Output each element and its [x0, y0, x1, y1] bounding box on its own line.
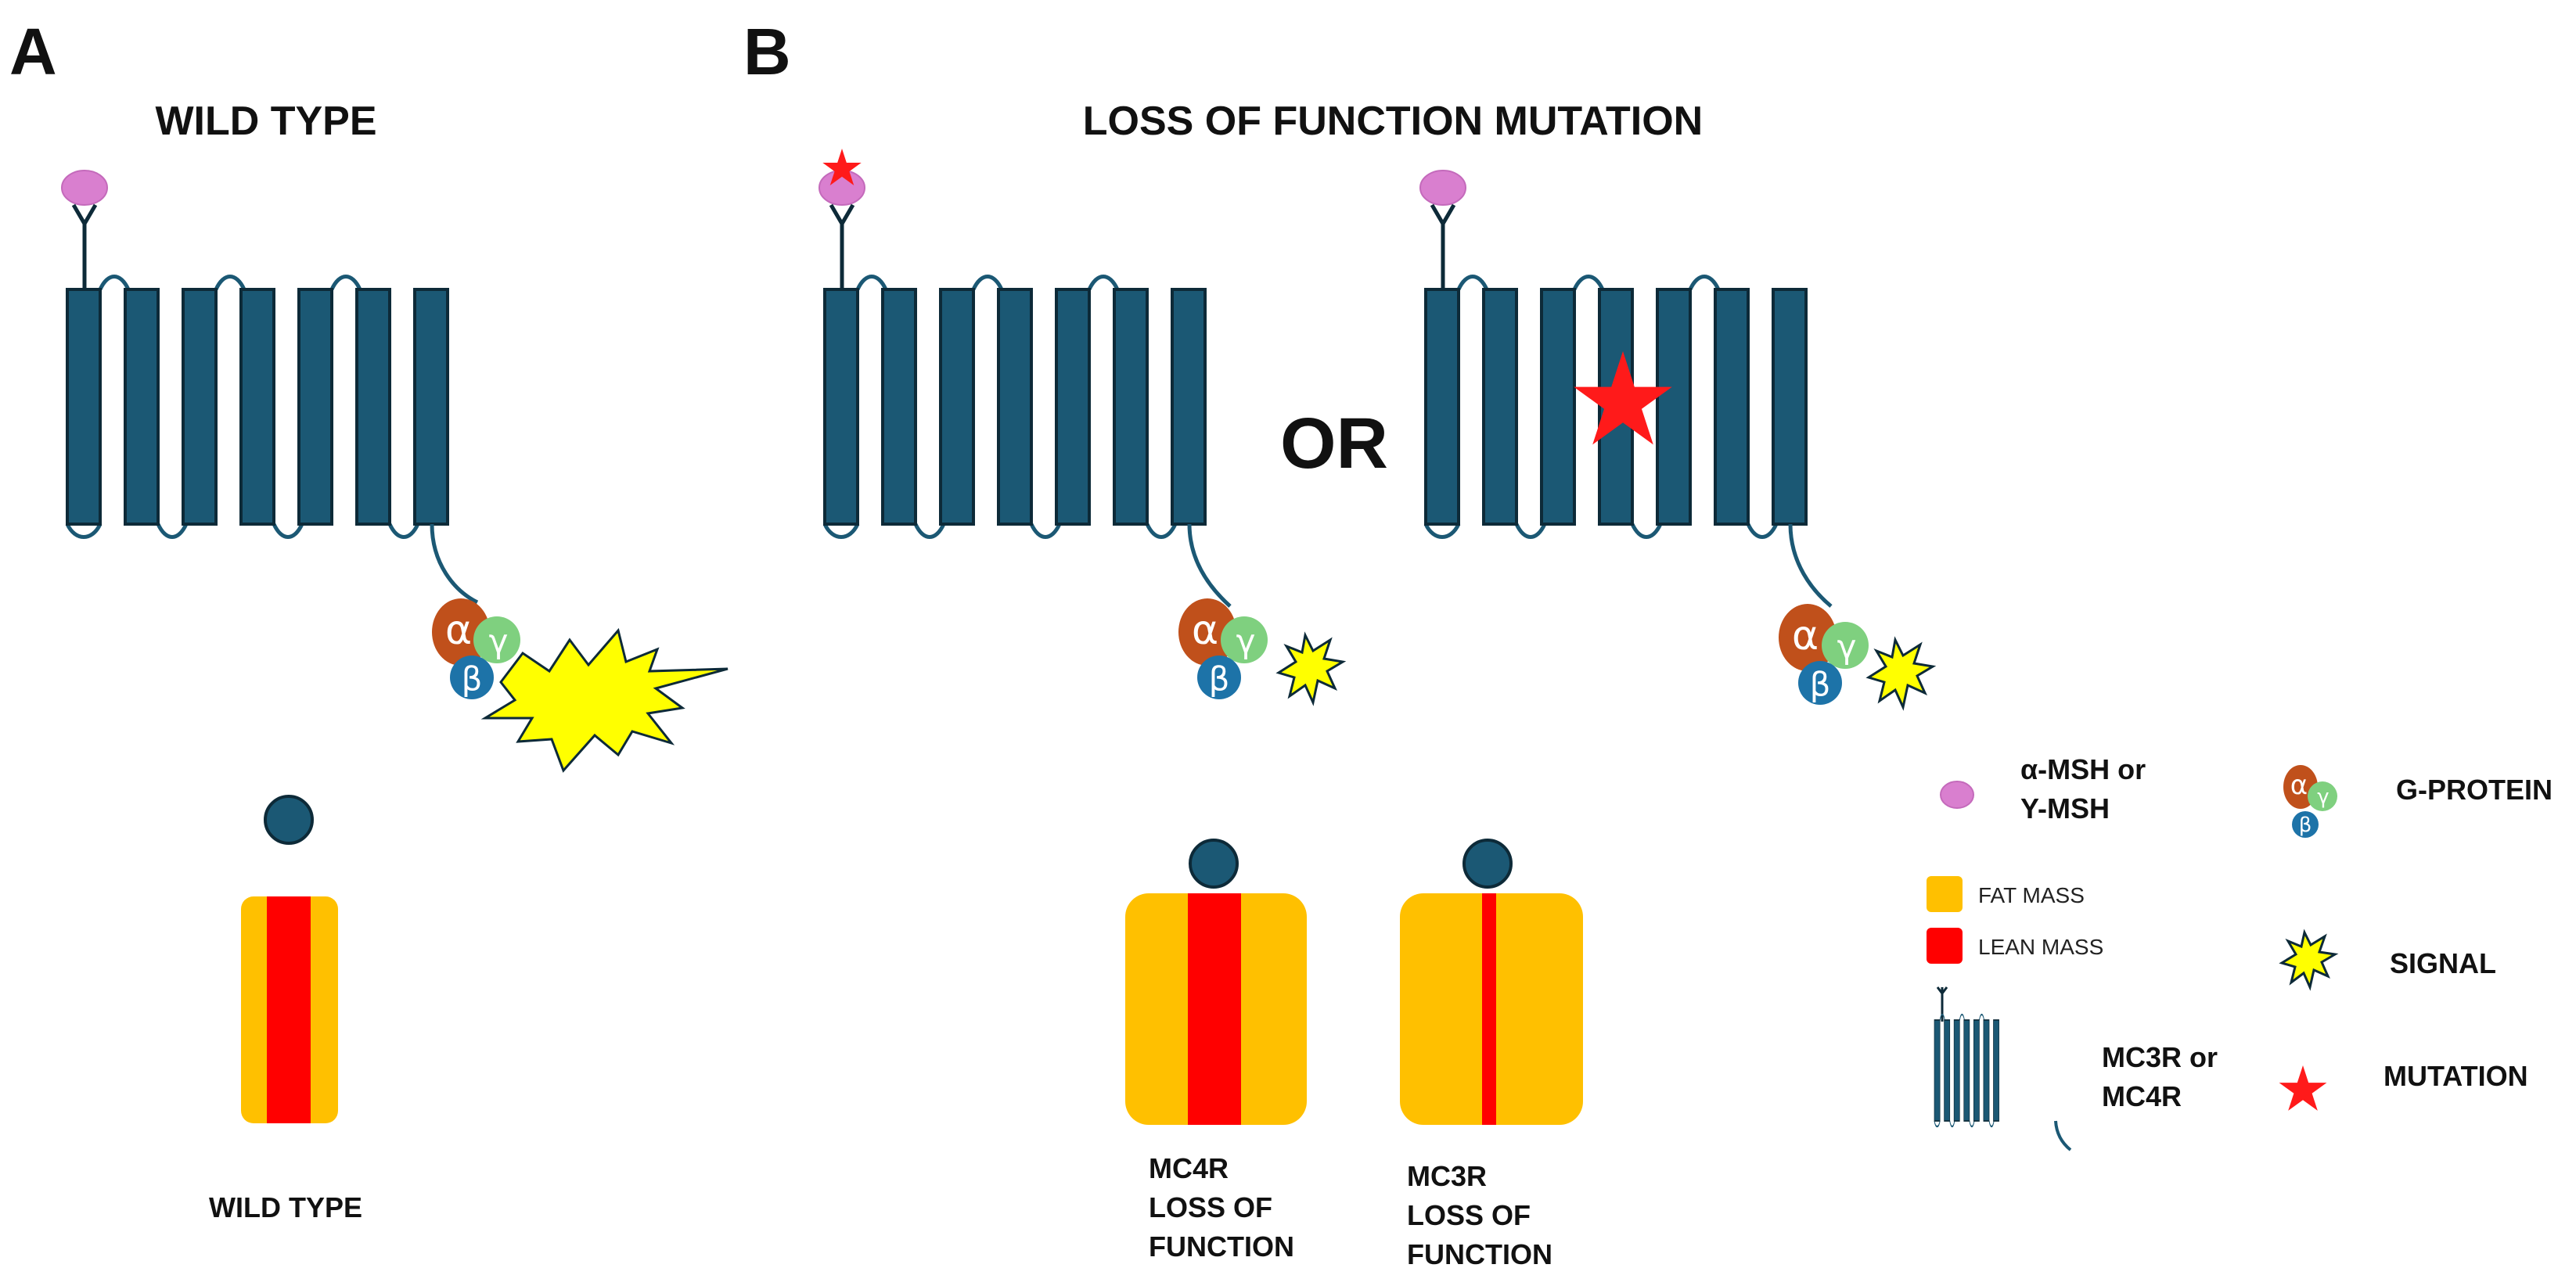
legend-g-protein-icon: α γ β [2283, 765, 2337, 838]
panel-a-caption: WILD TYPE [209, 1191, 362, 1223]
ligand-receptor-b1 [818, 149, 1232, 608]
body-figure-mc3r [1400, 839, 1583, 1125]
legend-ligand-label: α-MSH or Υ-MSH [2020, 753, 2153, 824]
gamma-subunit-icon [473, 616, 520, 663]
panel-b: B LOSS OF FUNCTION MUTATION α γ β OR [743, 15, 1937, 1270]
gamma-label: γ [489, 623, 509, 661]
signal-burst-small-icon [1865, 636, 1937, 711]
head-icon [1462, 839, 1513, 889]
svg-text:γ: γ [2317, 785, 2329, 809]
signal-burst-small-icon [1275, 631, 1347, 706]
receptor-tail [1187, 523, 1232, 608]
ligand-stalk [1430, 203, 1456, 288]
gamma-label: γ [1837, 628, 1857, 666]
legend-receptor-label: MC3R or MC4R [2102, 1041, 2225, 1112]
panel-b-title: LOSS OF FUNCTION MUTATION [1083, 99, 1703, 144]
head-icon [264, 795, 314, 845]
legend: α-MSH or Υ-MSH α γ β G-PROTEIN FAT MASS … [1927, 753, 2553, 1151]
g-protein-b1: α γ β [1178, 598, 1268, 699]
legend-signal-icon [2279, 929, 2339, 991]
body-figure-wild-type [241, 795, 338, 1123]
svg-text:α: α [2290, 770, 2308, 801]
panel-a: A WILD TYPE α γ β WILD TYPE [9, 15, 729, 1223]
or-connector: OR [1280, 404, 1388, 483]
legend-g-protein-label: G-PROTEIN [2396, 774, 2553, 806]
alpha-subunit-icon [1779, 604, 1837, 671]
ligand-icon [1419, 170, 1466, 206]
signal-burst-large-icon [480, 627, 729, 773]
legend-signal-label: SIGNAL [2390, 947, 2496, 979]
receptor-icon [67, 277, 448, 537]
lean-mass-region [1482, 893, 1496, 1125]
receptor-tail [430, 523, 479, 605]
legend-fat-swatch [1927, 876, 1963, 912]
panel-b-letter: B [743, 15, 791, 88]
alpha-label: α [1792, 612, 1819, 659]
head-icon [1189, 839, 1239, 889]
mc3r-caption: MC3R LOSS OF FUNCTION [1407, 1160, 1552, 1270]
alpha-label: α [445, 607, 472, 654]
svg-text:β: β [2299, 814, 2312, 837]
beta-label: β [462, 660, 483, 699]
legend-ligand-icon [1940, 781, 1974, 809]
receptor-icon [825, 277, 1205, 537]
beta-subunit-icon [1798, 661, 1842, 705]
beta-label: β [1209, 660, 1230, 699]
gamma-subunit-icon [1221, 616, 1268, 663]
beta-label: β [1810, 666, 1831, 704]
panel-a-title: WILD TYPE [155, 99, 376, 144]
ligand-stalk [829, 203, 855, 288]
legend-mutation-icon [2279, 1065, 2327, 1111]
legend-lean-swatch [1927, 928, 1963, 964]
lean-mass-region [1188, 893, 1241, 1125]
gamma-subunit-icon [1822, 622, 1869, 669]
legend-receptor-icon [1933, 986, 2072, 1151]
alpha-subunit-icon [1178, 598, 1236, 666]
ligand-stalk [71, 203, 98, 288]
panel-a-letter: A [9, 15, 57, 88]
ligand-receptor-b2 [1419, 170, 1833, 608]
ligand-receptor-a [61, 170, 479, 605]
legend-mutation-label: MUTATION [2384, 1060, 2528, 1092]
lean-mass-region [267, 896, 311, 1123]
receptor-tail [1788, 523, 1833, 608]
alpha-label: α [1192, 607, 1218, 654]
body-figure-mc4r [1125, 839, 1307, 1125]
legend-fat-label: FAT MASS [1978, 883, 2085, 907]
ligand-icon [61, 170, 108, 206]
legend-lean-label: LEAN MASS [1978, 935, 2103, 959]
g-protein-a: α γ β [432, 598, 520, 699]
gamma-label: γ [1236, 623, 1256, 661]
beta-subunit-icon [450, 656, 494, 699]
g-protein-b2: α γ β [1779, 604, 1869, 705]
mc4r-caption: MC4R LOSS OF FUNCTION [1149, 1152, 1294, 1263]
beta-subunit-icon [1197, 656, 1241, 699]
